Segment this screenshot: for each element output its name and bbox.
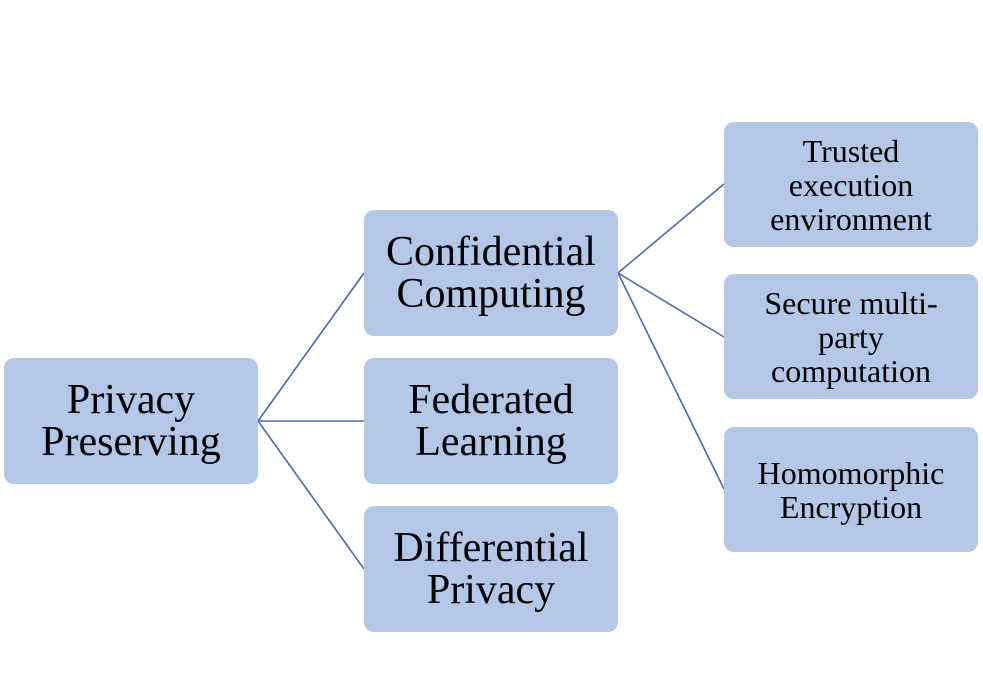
node-label: Secure multi- party computation	[764, 284, 938, 389]
node-confidential-computing: Confidential Computing	[364, 210, 618, 336]
node-label: Privacy Preserving	[41, 377, 221, 465]
node-label: Trusted execution environment	[770, 132, 932, 237]
node-differential-privacy: Differential Privacy	[364, 506, 618, 632]
node-trusted-execution-environment: Trusted execution environment	[724, 122, 978, 247]
node-privacy-preserving: Privacy Preserving	[4, 358, 258, 484]
node-homomorphic-encryption: Homomorphic Encryption	[724, 427, 978, 552]
node-label: Differential Privacy	[393, 525, 589, 613]
node-label: Federated Learning	[408, 377, 574, 465]
node-federated-learning: Federated Learning	[364, 358, 618, 484]
connector-root-differential-privacy	[257, 420, 365, 570]
node-label: Confidential Computing	[386, 229, 596, 317]
connector-root-confidential-computing	[257, 272, 365, 422]
connector-cc-trusted-execution	[617, 183, 725, 274]
node-label: Homomorphic Encryption	[757, 454, 945, 525]
connector-cc-homomorphic-encryption	[617, 272, 725, 490]
node-secure-multi-party-computation: Secure multi- party computation	[724, 274, 978, 399]
connector-cc-secure-mpc	[617, 272, 725, 338]
